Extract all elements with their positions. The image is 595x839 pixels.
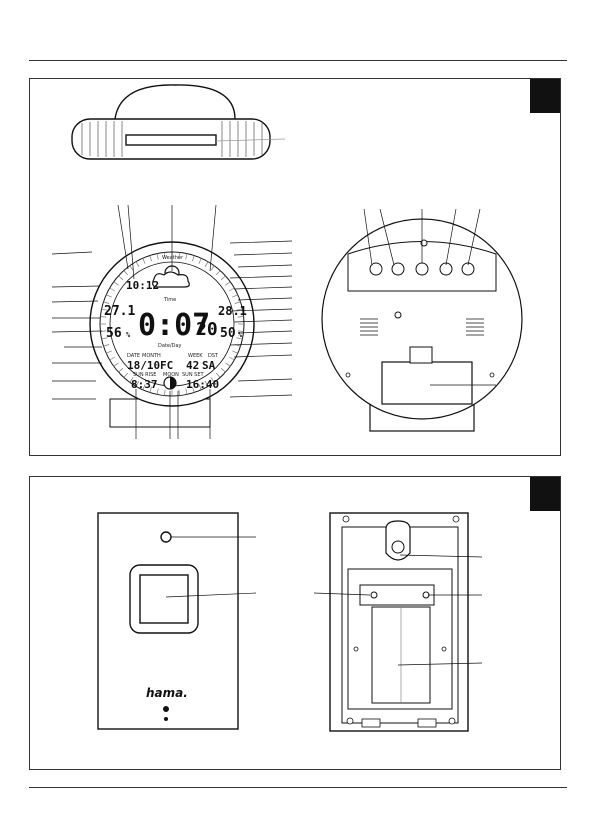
date-day-label: Date/Day bbox=[158, 343, 182, 349]
figure-number-tab bbox=[530, 79, 560, 113]
day-short: SA bbox=[202, 359, 216, 372]
time-label: Time bbox=[163, 297, 176, 303]
radio-time: 10:12 bbox=[126, 279, 159, 292]
weather-label: Weather bbox=[162, 255, 184, 261]
sunrise-tag: SUN RISE bbox=[133, 372, 156, 378]
outdoor-humidity: 50 bbox=[220, 326, 236, 341]
date-value: 18/10 bbox=[127, 359, 160, 372]
moon-tag: MOON bbox=[163, 372, 179, 378]
indoor-temp: 27.1 bbox=[104, 304, 135, 319]
clock-hours-minutes: 0:07 bbox=[138, 308, 210, 343]
clock-seconds: 20 bbox=[196, 319, 218, 340]
figure-panel-2: hama. bbox=[29, 476, 561, 770]
outdoor-humidity-unit: % bbox=[238, 331, 243, 339]
sunrise-value: 8:37 bbox=[131, 378, 158, 391]
indoor-humidity-unit: % bbox=[126, 331, 131, 339]
month-tag: MONTH bbox=[142, 353, 161, 359]
hama-logo: hama. bbox=[146, 686, 188, 700]
station-back-view bbox=[321, 218, 523, 432]
week-tag: WEEK bbox=[188, 353, 203, 359]
week-value: 42 bbox=[186, 359, 199, 372]
clock-dial bbox=[89, 241, 255, 428]
day-value: FC bbox=[160, 359, 173, 372]
sunset-value: 16:40 bbox=[186, 378, 219, 391]
figure-number-tab bbox=[530, 477, 560, 511]
top-rule bbox=[29, 60, 567, 61]
figure-panel-1: Weather 10:12 Time 27.1 56 % 0:07 20 28.… bbox=[29, 78, 561, 456]
sunset-tag: SUN SET bbox=[182, 372, 204, 378]
indoor-humidity: 56 bbox=[106, 326, 122, 341]
sensor-diagram: hama. bbox=[97, 512, 483, 732]
date-tag: DATE bbox=[127, 353, 140, 359]
weather-icon bbox=[152, 265, 190, 288]
bottom-rule bbox=[29, 787, 567, 788]
dst-tag: DST bbox=[208, 353, 219, 359]
station-diagram: Weather 10:12 Time 27.1 56 % 0:07 20 28.… bbox=[51, 84, 523, 439]
